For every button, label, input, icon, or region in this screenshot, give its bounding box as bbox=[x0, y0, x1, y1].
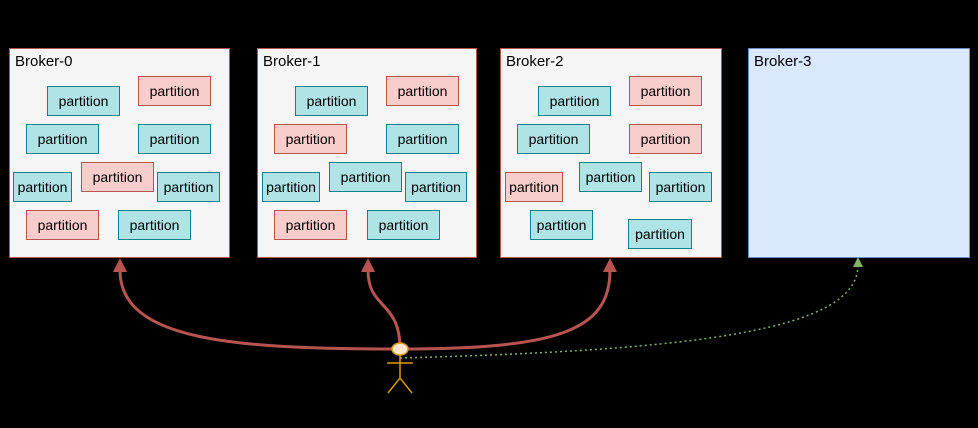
partition-box: partition bbox=[81, 162, 154, 192]
broker-box: Broker-1 partition partition partition p… bbox=[257, 48, 477, 258]
partition-box: partition bbox=[386, 76, 459, 106]
partition-box: partition bbox=[538, 86, 611, 116]
partition-box: partition bbox=[505, 172, 563, 202]
partition-box: partition bbox=[26, 210, 99, 240]
partition-box: partition bbox=[13, 172, 72, 202]
arrowhead-icon bbox=[361, 258, 375, 272]
arrow-to-broker-2 bbox=[399, 269, 612, 351]
partition-box: partition bbox=[579, 162, 642, 192]
partition-box: partition bbox=[629, 76, 702, 106]
partition-box: partition bbox=[329, 162, 402, 192]
partition-box: partition bbox=[157, 172, 220, 202]
partition-box: partition bbox=[405, 172, 467, 202]
partition-box: partition bbox=[649, 172, 712, 202]
arrow-to-broker-3 bbox=[399, 264, 859, 359]
partition-box: partition bbox=[138, 124, 211, 154]
partition-box: partition bbox=[628, 219, 692, 249]
user-actor-icon bbox=[387, 342, 413, 394]
partition-box: partition bbox=[118, 210, 191, 240]
broker-box: Broker-2 partition partition partition p… bbox=[500, 48, 722, 258]
broker-title: Broker-2 bbox=[506, 53, 564, 70]
partition-box: partition bbox=[26, 124, 99, 154]
arrow-to-broker-1 bbox=[366, 269, 402, 350]
partition-box: partition bbox=[295, 86, 368, 116]
partition-box: partition bbox=[274, 210, 347, 240]
partition-box: partition bbox=[262, 172, 320, 202]
partition-box: partition bbox=[629, 124, 702, 154]
partition-box: partition bbox=[367, 210, 440, 240]
partition-box: partition bbox=[274, 124, 347, 154]
broker-title: Broker-1 bbox=[263, 53, 321, 70]
partition-box: partition bbox=[138, 76, 211, 106]
arrowhead-icon bbox=[113, 258, 127, 272]
broker-box: Broker-0 partition partition partition p… bbox=[9, 48, 230, 258]
arrowhead-icon bbox=[603, 258, 617, 272]
arrowhead-icon bbox=[853, 257, 863, 267]
arrow-to-broker-0 bbox=[118, 269, 401, 351]
partition-box: partition bbox=[530, 210, 593, 240]
broker-title: Broker-3 bbox=[754, 53, 812, 70]
partition-box: partition bbox=[386, 124, 459, 154]
broker-title: Broker-0 bbox=[15, 53, 73, 70]
partition-box: partition bbox=[517, 124, 590, 154]
broker-box: Broker-3 bbox=[748, 48, 970, 258]
partition-box: partition bbox=[47, 86, 120, 116]
